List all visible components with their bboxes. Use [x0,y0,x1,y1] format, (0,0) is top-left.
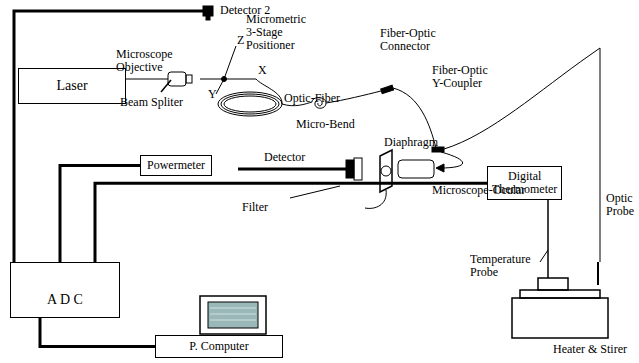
part-label: X [258,64,267,77]
part-label: Detector [264,151,305,164]
part-label: Microscope Objective [116,48,172,74]
box-label: P. Computer [189,340,248,353]
part-label: Micro-Bend [296,118,355,131]
laser-box: Laser [18,68,126,104]
part-label: Z [237,34,244,47]
part-label: Heater & Stirer [553,343,627,356]
part-label: Fiber-Optic Y-Coupler [432,64,494,90]
computer-box: P. Computer [155,335,283,358]
powermeter-box: Powermeter [140,155,212,176]
part-label: Microscope-Ocular [432,184,525,197]
box-label: A D C [47,292,83,307]
box-label: Laser [56,78,87,93]
part-label: Optic Probe [606,192,638,218]
part-label: Y [208,88,217,101]
part-label: Optic-Fiber [284,92,340,105]
signal-wire [60,166,140,262]
adc-box: A D C [10,262,120,318]
part-label: Diaphragm [384,136,438,149]
signal-wire [95,183,487,262]
part-label: Filter [242,201,268,214]
box-label: Powermeter [147,159,205,172]
part-label: Temperature Probe [470,253,542,279]
part-label: Beam Spliter [120,96,183,109]
part-label: Fiber-Optic Connector [380,27,442,53]
signal-wire [40,318,155,347]
part-label: Micrometric 3-Stage Positioner [246,13,308,53]
